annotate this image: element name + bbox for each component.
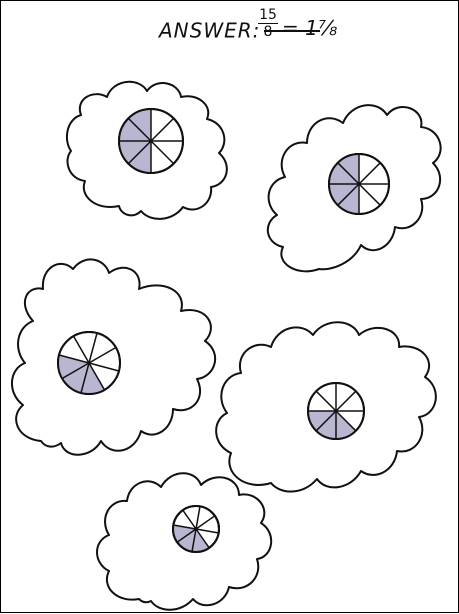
flower-centers [58,109,389,552]
fraction-circle-middle-left [58,332,120,394]
fraction-circle-top-left [119,109,183,173]
fraction-circle-top-right [329,154,389,214]
fraction-circle-middle-right [308,383,364,439]
fraction-circle-bottom [173,506,219,552]
